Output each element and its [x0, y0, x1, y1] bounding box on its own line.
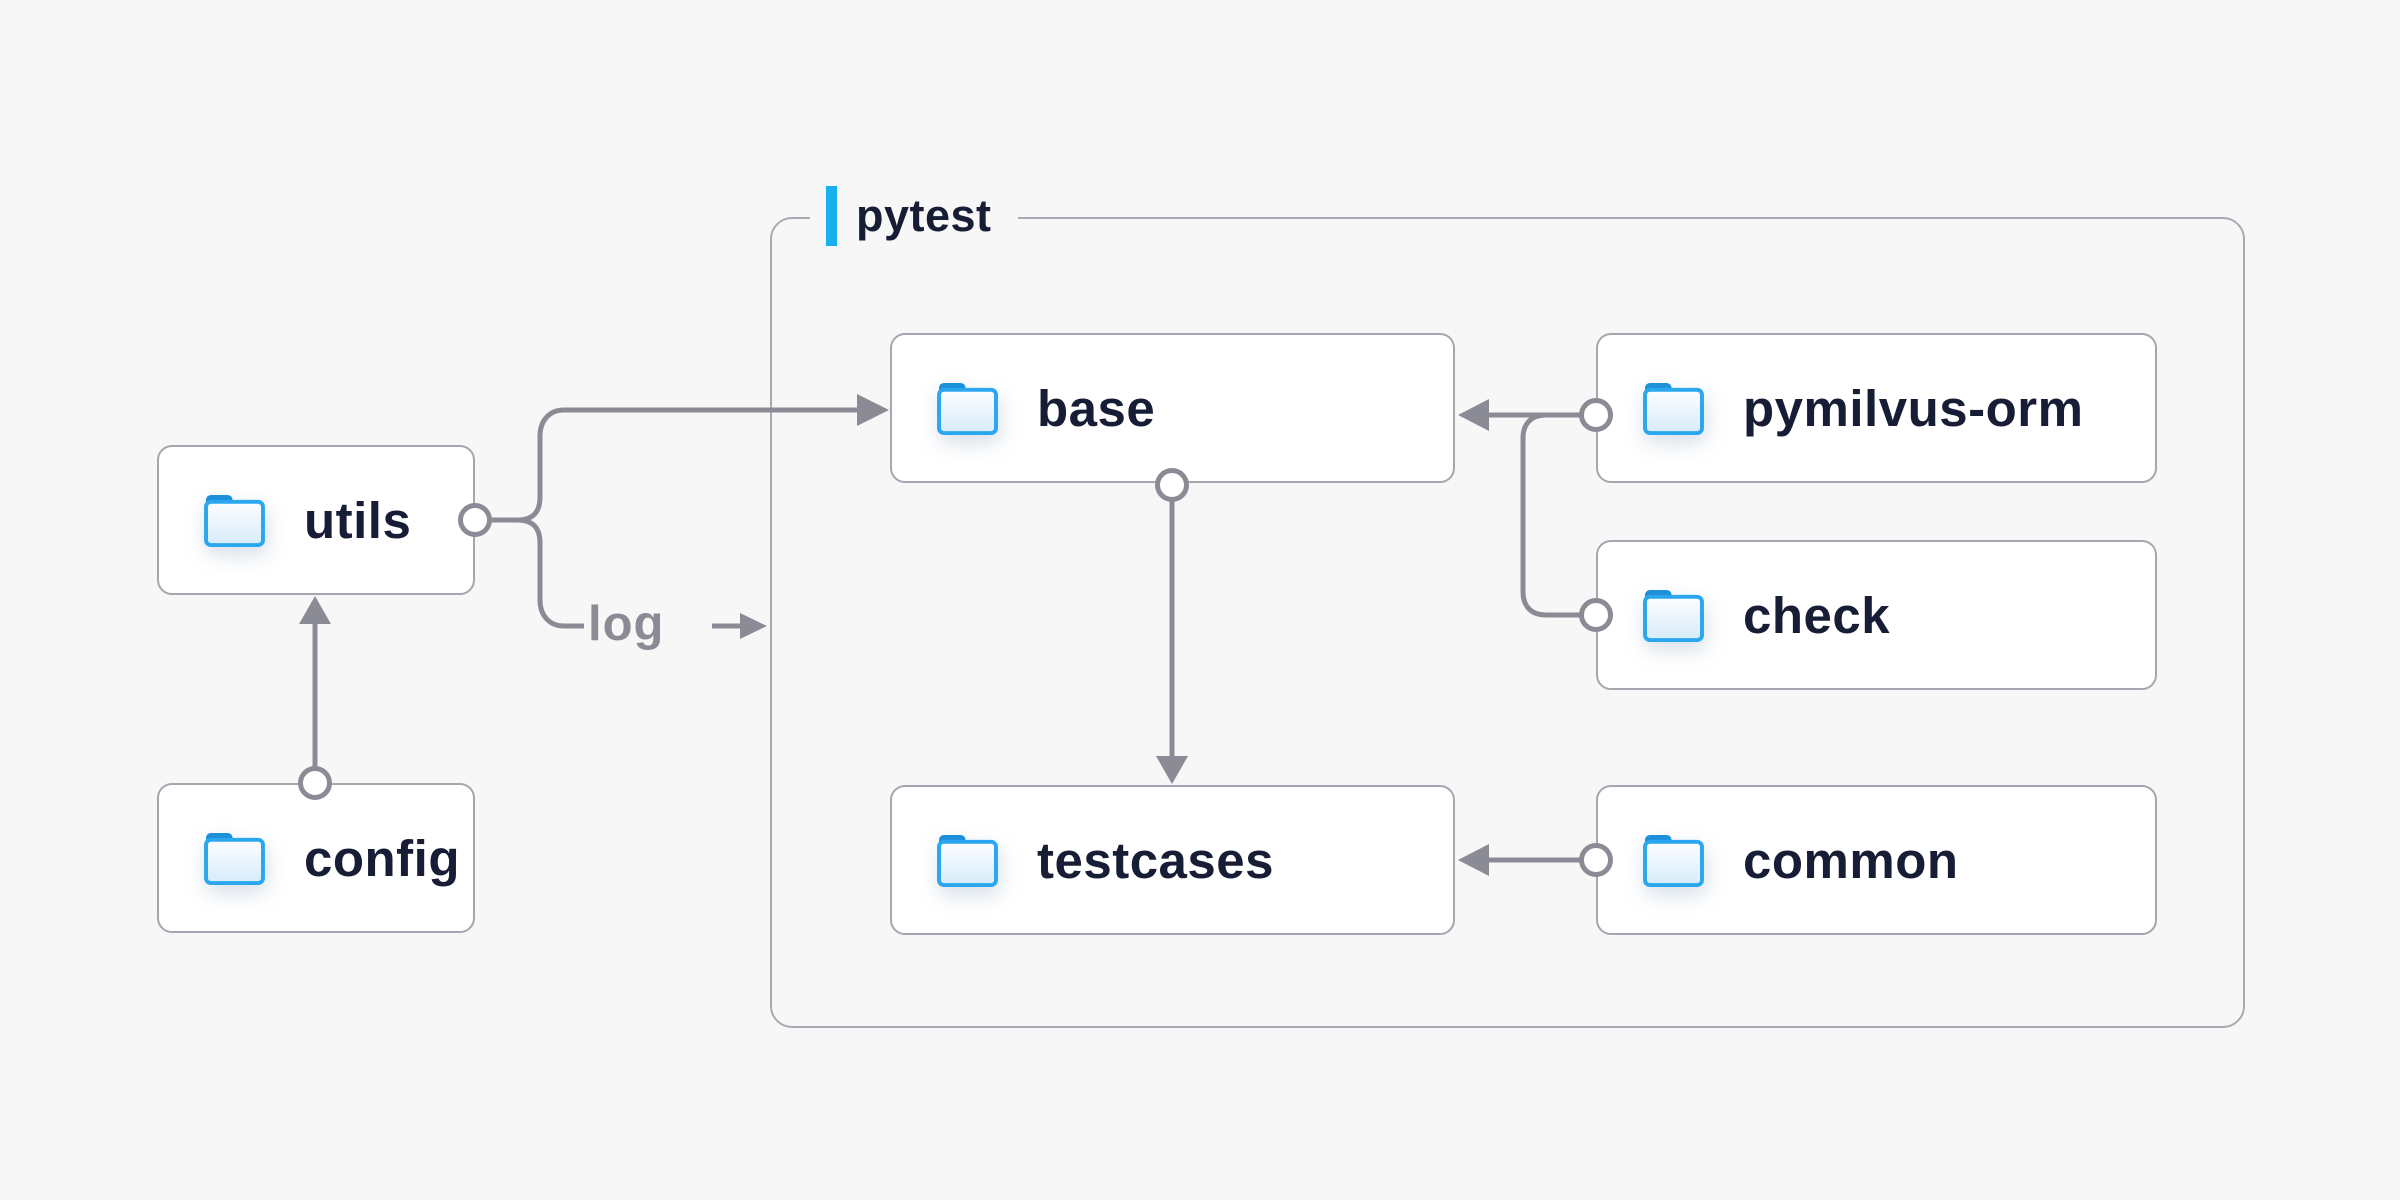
- folder-icon: [937, 380, 998, 435]
- node-pymilvus-orm-label: pymilvus-orm: [1743, 379, 2084, 437]
- node-utils: utils: [157, 445, 475, 595]
- pytest-group-container: [770, 217, 2245, 1028]
- node-utils-label: utils: [304, 491, 412, 549]
- arrowhead-into-utils-bottom: [299, 596, 331, 624]
- node-base: base: [890, 333, 1455, 483]
- node-config: config: [157, 783, 475, 933]
- node-testcases-label: testcases: [1037, 831, 1275, 889]
- node-config-label: config: [304, 829, 460, 887]
- node-base-label: base: [1037, 379, 1156, 437]
- arrowhead-log-into-pytest: [740, 613, 767, 639]
- node-check-label: check: [1743, 586, 1891, 644]
- node-pymilvus-orm: pymilvus-orm: [1596, 333, 2157, 483]
- pytest-group-title: pytest: [856, 190, 992, 241]
- folder-icon: [204, 492, 265, 547]
- folder-icon: [1643, 832, 1704, 887]
- accent-bar-icon: [826, 186, 837, 246]
- folder-icon: [204, 830, 265, 885]
- node-common: common: [1596, 785, 2157, 935]
- node-testcases: testcases: [890, 785, 1455, 935]
- folder-icon: [1643, 380, 1704, 435]
- folder-icon: [1643, 587, 1704, 642]
- node-common-label: common: [1743, 831, 1959, 889]
- edge-label-log: log: [588, 597, 665, 651]
- pytest-group-label: pytest: [810, 183, 1018, 249]
- folder-icon: [937, 832, 998, 887]
- node-check: check: [1596, 540, 2157, 690]
